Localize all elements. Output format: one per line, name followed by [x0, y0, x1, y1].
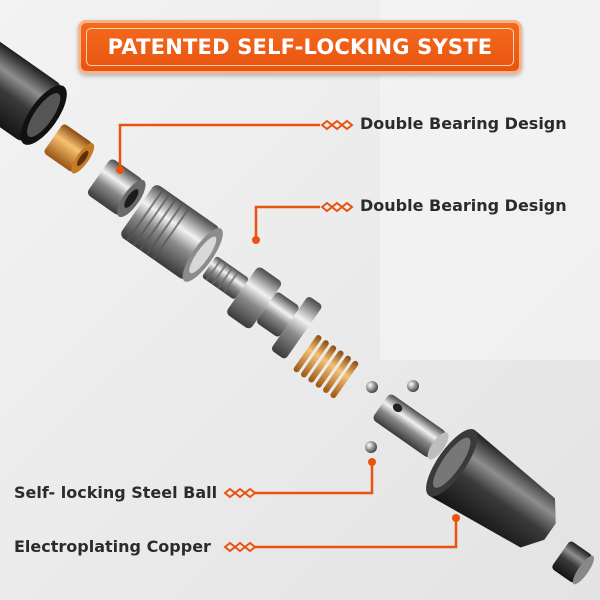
threaded-sleeve-part	[121, 185, 223, 282]
end-tip-part	[552, 541, 595, 585]
callout-double-bearing-1: Double Bearing Design	[360, 114, 567, 133]
end-cap-part	[0, 37, 67, 145]
callout-line	[255, 518, 458, 549]
callout-line	[254, 205, 320, 240]
banner-title: PATENTED SELF-LOCKING SYSTE	[107, 35, 493, 59]
callout-steel-ball: Self- locking Steel Ball	[14, 483, 218, 502]
locking-shaft-part	[202, 256, 322, 359]
ball-carrier-part	[373, 394, 449, 460]
steel-bearing-part	[87, 159, 146, 218]
callout-line	[255, 462, 374, 495]
title-banner: PATENTED SELF-LOCKING SYSTE	[78, 20, 522, 74]
steel-ball-part	[366, 381, 378, 393]
copper-bearing-part	[44, 124, 95, 174]
steel-ball-part	[365, 441, 377, 453]
banner-border	[86, 28, 514, 66]
outer-housing-part	[426, 428, 556, 548]
callout-line	[118, 123, 320, 170]
callout-copper: Electroplating Copper	[14, 537, 211, 556]
copper-spring-part	[293, 335, 359, 399]
diamond-marker-icon	[223, 119, 354, 553]
callout-double-bearing-2: Double Bearing Design	[360, 196, 567, 215]
steel-ball-part	[407, 380, 419, 392]
